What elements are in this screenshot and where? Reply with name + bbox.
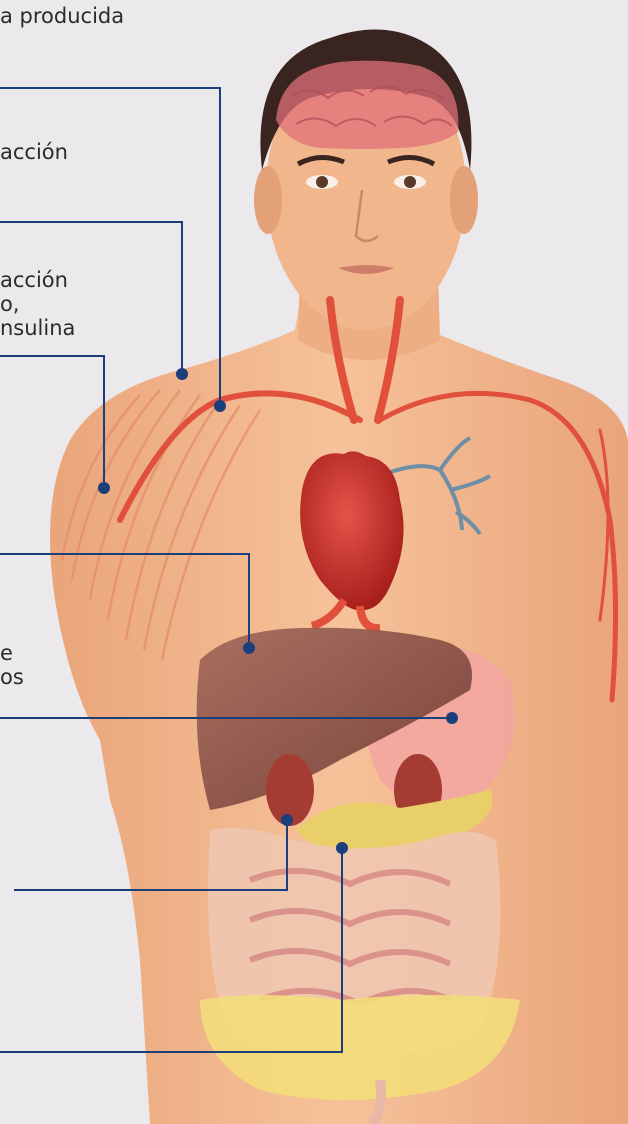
left-ear xyxy=(254,166,282,234)
label-brain-line: a producida xyxy=(0,4,124,28)
left-iris xyxy=(316,176,328,188)
dot-brain xyxy=(214,400,226,412)
dot-stomach xyxy=(446,712,458,724)
label-muscle-line-2: o, xyxy=(0,292,75,316)
label-stomach-line-2: os xyxy=(0,665,24,689)
label-muscle-line-3: nsulina xyxy=(0,316,75,340)
label-muscle-line-1: acción xyxy=(0,268,75,292)
label-stomach-line-1: e xyxy=(0,641,24,665)
label-arteries: acción xyxy=(0,140,68,164)
dot-pancreas xyxy=(336,842,348,854)
dot-kidney xyxy=(281,814,293,826)
label-stomach: e os xyxy=(0,641,24,689)
dot-arteries xyxy=(176,368,188,380)
label-muscle: acción o, nsulina xyxy=(0,268,75,340)
leader-line-brain xyxy=(0,88,220,406)
dot-liver xyxy=(243,642,255,654)
right-iris xyxy=(404,176,416,188)
right-ear xyxy=(450,166,478,234)
label-brain: a producida xyxy=(0,4,124,28)
brain xyxy=(276,61,458,149)
label-arteries-line: acción xyxy=(0,140,68,164)
dot-muscle xyxy=(98,482,110,494)
